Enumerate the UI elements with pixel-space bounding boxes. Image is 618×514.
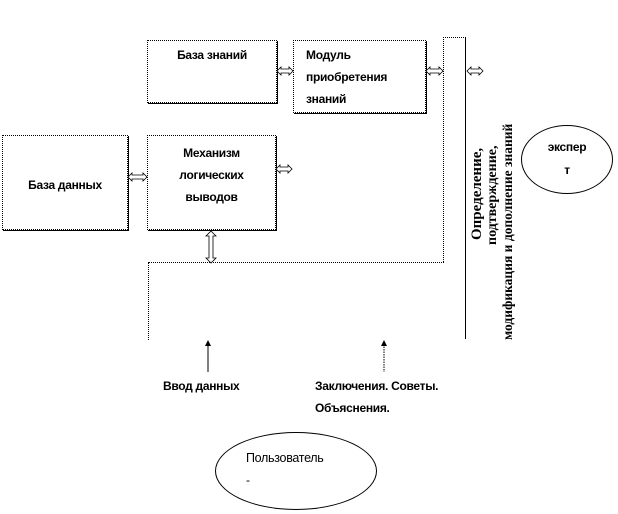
knowledge-ops-line-2: подтверждение, bbox=[485, 145, 500, 245]
double-arrow-engine-frame bbox=[205, 230, 217, 264]
conclusions-line-2: Объяснения. bbox=[315, 401, 390, 415]
knowledge-ops-line-1: Определение, bbox=[469, 147, 485, 240]
frame-bottom-line bbox=[148, 262, 444, 263]
database-label: База данных bbox=[28, 178, 102, 192]
user-label-dash: - bbox=[246, 473, 250, 487]
acquisition-module-line-2: приобретения bbox=[306, 70, 388, 84]
knowledge-ops-line-3: модификация и дополнение знаний bbox=[500, 123, 515, 340]
frame-left-line bbox=[148, 262, 149, 340]
expert-ellipse: экспер т bbox=[521, 125, 613, 194]
expert-line-2: т bbox=[564, 163, 570, 177]
user-label: Пользователь bbox=[246, 451, 324, 465]
double-arrow-engine-right bbox=[275, 164, 293, 174]
data-input-label: Ввод данных bbox=[163, 379, 240, 393]
double-arrow-module-frame bbox=[425, 66, 444, 76]
inference-engine-line-2: логических bbox=[179, 168, 244, 182]
acquisition-module-line-3: знаний bbox=[306, 92, 347, 106]
expert-line-1: экспер bbox=[547, 140, 587, 154]
inference-engine-line-1: Механизм bbox=[183, 146, 240, 160]
conclusions-line-1: Заключения. Советы. bbox=[315, 379, 439, 393]
database-box: База данных bbox=[2, 135, 128, 230]
knowledge-operations-text: Определение, подтверждение, модификация … bbox=[469, 124, 618, 390]
inference-engine-line-3: выводов bbox=[185, 190, 238, 204]
user-ellipse: Пользователь - bbox=[215, 432, 377, 510]
double-arrow-frame-expert bbox=[466, 66, 484, 76]
arrow-up-data-input bbox=[205, 340, 211, 372]
acquisition-module-line-1: Модуль bbox=[306, 48, 351, 62]
frame-solid-right-line bbox=[465, 37, 466, 339]
frame-right-dotted-line bbox=[443, 37, 444, 262]
arrow-up-conclusions bbox=[381, 340, 387, 372]
double-arrow-db-engine bbox=[127, 172, 148, 182]
knowledge-base-label: База знаний bbox=[177, 48, 247, 62]
inference-engine-box: Механизм логических выводов bbox=[147, 135, 276, 230]
frame-top-line bbox=[443, 37, 466, 38]
double-arrow-kb-module bbox=[276, 66, 294, 76]
knowledge-acquisition-module-box: Модуль приобретения знаний bbox=[293, 40, 426, 113]
knowledge-base-box: База знаний bbox=[147, 40, 277, 103]
